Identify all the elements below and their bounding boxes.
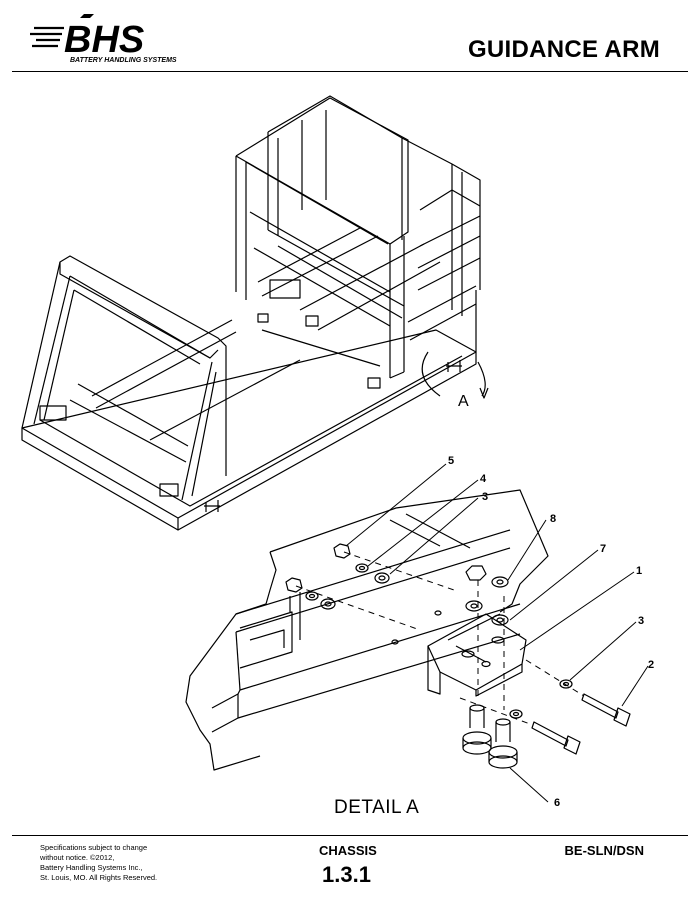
disclaimer-line: Battery Handling Systems Inc.,: [40, 863, 143, 872]
callout-4: 4: [480, 473, 487, 485]
disclaimer: Specifications subject to change without…: [40, 843, 190, 883]
bhs-logo: BHS BATTERY HANDLING SYSTEMS: [28, 14, 218, 64]
detail-caption: DETAIL A: [334, 797, 420, 818]
section-number: 1.3.1: [322, 862, 371, 887]
logo-wordmark: BHS: [64, 19, 144, 61]
bhs-logo-mark: BHS BATTERY HANDLING SYSTEMS: [30, 14, 177, 64]
callout-5: 5: [448, 455, 454, 467]
callout-leaders: [345, 463, 649, 803]
disclaimer-line: St. Louis, MO. All Rights Reserved.: [40, 873, 158, 882]
callout-3-lower: 3: [638, 615, 644, 627]
detail-a-drawing: [185, 489, 631, 771]
callout-2: 2: [648, 659, 654, 671]
callout-8: 8: [550, 513, 556, 525]
callout-7: 7: [600, 543, 606, 555]
callout-1: 1: [636, 565, 642, 577]
model-number: BE-SLN/DSN: [564, 843, 644, 858]
technical-drawing: 5 4 3 8 7 1 3 2 6 A: [21, 95, 654, 809]
footer-divider: [12, 835, 688, 836]
page-title: GUIDANCE ARM: [467, 36, 660, 63]
section-name: CHASSIS: [319, 843, 377, 858]
logo-tagline: BATTERY HANDLING SYSTEMS: [70, 57, 177, 64]
disclaimer-line: Specifications subject to change: [40, 843, 148, 852]
callout-6: 6: [554, 797, 560, 809]
header-divider: [12, 71, 688, 72]
disclaimer-line: without notice. ©2012,: [40, 853, 115, 862]
callout-3-upper: 3: [482, 491, 488, 503]
chassis-assembly: [21, 95, 489, 531]
view-a-label: A: [458, 393, 469, 410]
